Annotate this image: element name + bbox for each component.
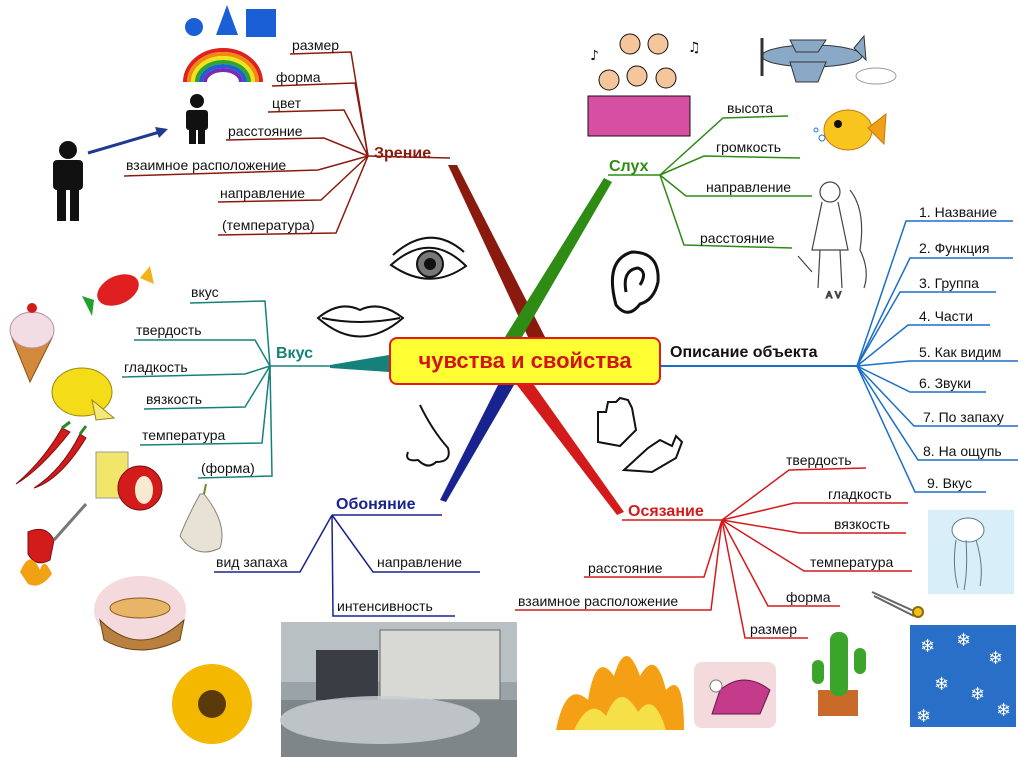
svg-text:❄: ❄ (970, 684, 985, 705)
touch-item: гладкость (828, 486, 892, 502)
taste-item: вязкость (146, 391, 202, 407)
touch-item: температура (810, 554, 893, 570)
chili-icon (15, 420, 88, 489)
svg-text:❄: ❄ (988, 648, 1003, 669)
touch-item: взаимное расположение (518, 593, 678, 609)
description-item: 6. Звуки (919, 375, 971, 391)
person-icon (53, 141, 83, 221)
arrow-icon (87, 127, 168, 155)
snowflakes-icon: ❄ ❄ ❄ ❄ ❄ ❄ ❄ (910, 625, 1016, 727)
hearing-item: направление (706, 179, 791, 195)
touch-item: твердость (786, 452, 852, 468)
nose-icon (406, 404, 450, 467)
hands-icon (597, 396, 684, 474)
touch-lines (515, 467, 912, 639)
description-item: 8. На ощупь (923, 443, 1002, 459)
pin-icon (871, 591, 924, 618)
hearing-title: Слух (609, 158, 649, 175)
vision-wedge (448, 165, 545, 337)
description-item: 4. Части (919, 308, 973, 324)
truck-photo (280, 622, 517, 757)
center-title: чувства и свойства (389, 337, 661, 385)
eye-icon (389, 236, 468, 280)
lemon-icon (51, 367, 116, 421)
hearing-lines (608, 115, 812, 249)
vision-item: цвет (272, 95, 302, 111)
juice-apple-icon (95, 451, 163, 511)
person-icon (186, 94, 208, 144)
cactus-icon (812, 632, 866, 716)
touch-title: Осязание (628, 503, 704, 520)
jellyfish-icon (928, 510, 1014, 594)
smell-item: интенсивность (337, 598, 433, 614)
svg-text:❄: ❄ (916, 706, 931, 727)
taste-wedge (330, 355, 389, 372)
smell-wedge (440, 385, 514, 502)
taste-title: Вкус (276, 345, 313, 362)
hearing-item: расстояние (700, 230, 775, 246)
drawing-caption: A V (826, 291, 842, 301)
bread-basket-icon (94, 576, 186, 651)
girl-drawing: A V (797, 181, 867, 302)
description-item: 9. Вкус (927, 475, 972, 491)
vision-item: взаимное расположение (126, 157, 286, 173)
svg-text:❄: ❄ (920, 636, 935, 657)
smell-title: Обоняние (336, 496, 416, 513)
airplane-icon (760, 34, 897, 85)
ice-cream-icon (9, 303, 55, 384)
touch-item: расстояние (588, 560, 663, 576)
vision-title: Зрение (374, 145, 431, 162)
lips-icon (316, 305, 405, 338)
description-lines (856, 220, 1018, 493)
taste-item: (форма) (201, 460, 255, 476)
rainbow-icon (183, 48, 263, 83)
svg-text:❄: ❄ (996, 700, 1011, 721)
touch-item: форма (786, 589, 831, 605)
sausage-fire-icon (20, 503, 88, 586)
ear-icon (610, 250, 660, 314)
svg-text:❄: ❄ (956, 630, 971, 651)
vision-lines (123, 51, 451, 236)
taste-lines (121, 300, 330, 479)
taste-item: вкус (191, 284, 219, 300)
svg-text:♪: ♪ (590, 48, 599, 64)
svg-text:❄: ❄ (934, 674, 949, 695)
vision-item: размер (292, 37, 339, 53)
description-item: 1. Название (919, 204, 997, 220)
fish-icon (813, 109, 887, 151)
vision-item: форма (276, 69, 321, 85)
hearing-wedge (505, 178, 612, 337)
hearing-item: громкость (716, 139, 781, 155)
description-item: 5. Как видим (919, 344, 1001, 360)
shapes-icon (185, 5, 276, 37)
hearing-item: высота (727, 100, 773, 116)
description-item: 2. Функция (919, 240, 990, 256)
flower-icon (172, 664, 252, 744)
taste-item: гладкость (124, 359, 188, 375)
touch-item: размер (750, 621, 797, 637)
touch-wedge (517, 385, 624, 515)
touch-item: вязкость (834, 516, 890, 532)
smell-lines (214, 514, 480, 617)
smell-item: вид запаха (216, 554, 288, 570)
vision-item: (температура) (222, 217, 315, 233)
taste-item: температура (142, 427, 225, 443)
vision-item: направление (220, 185, 305, 201)
taste-item: твердость (136, 322, 202, 338)
description-item: 3. Группа (919, 275, 979, 291)
smell-item: направление (377, 554, 462, 570)
iron-icon (694, 662, 776, 728)
description-item: 7. По запаху (923, 409, 1004, 425)
garlic-icon (179, 483, 223, 553)
vision-item: расстояние (228, 123, 303, 139)
svg-text:♫: ♫ (688, 40, 701, 56)
fire-icon (556, 656, 684, 730)
choir-icon: ♪ ♫ (587, 33, 701, 137)
candy-icon (82, 266, 154, 316)
description-title: Описание объекта (670, 344, 818, 361)
